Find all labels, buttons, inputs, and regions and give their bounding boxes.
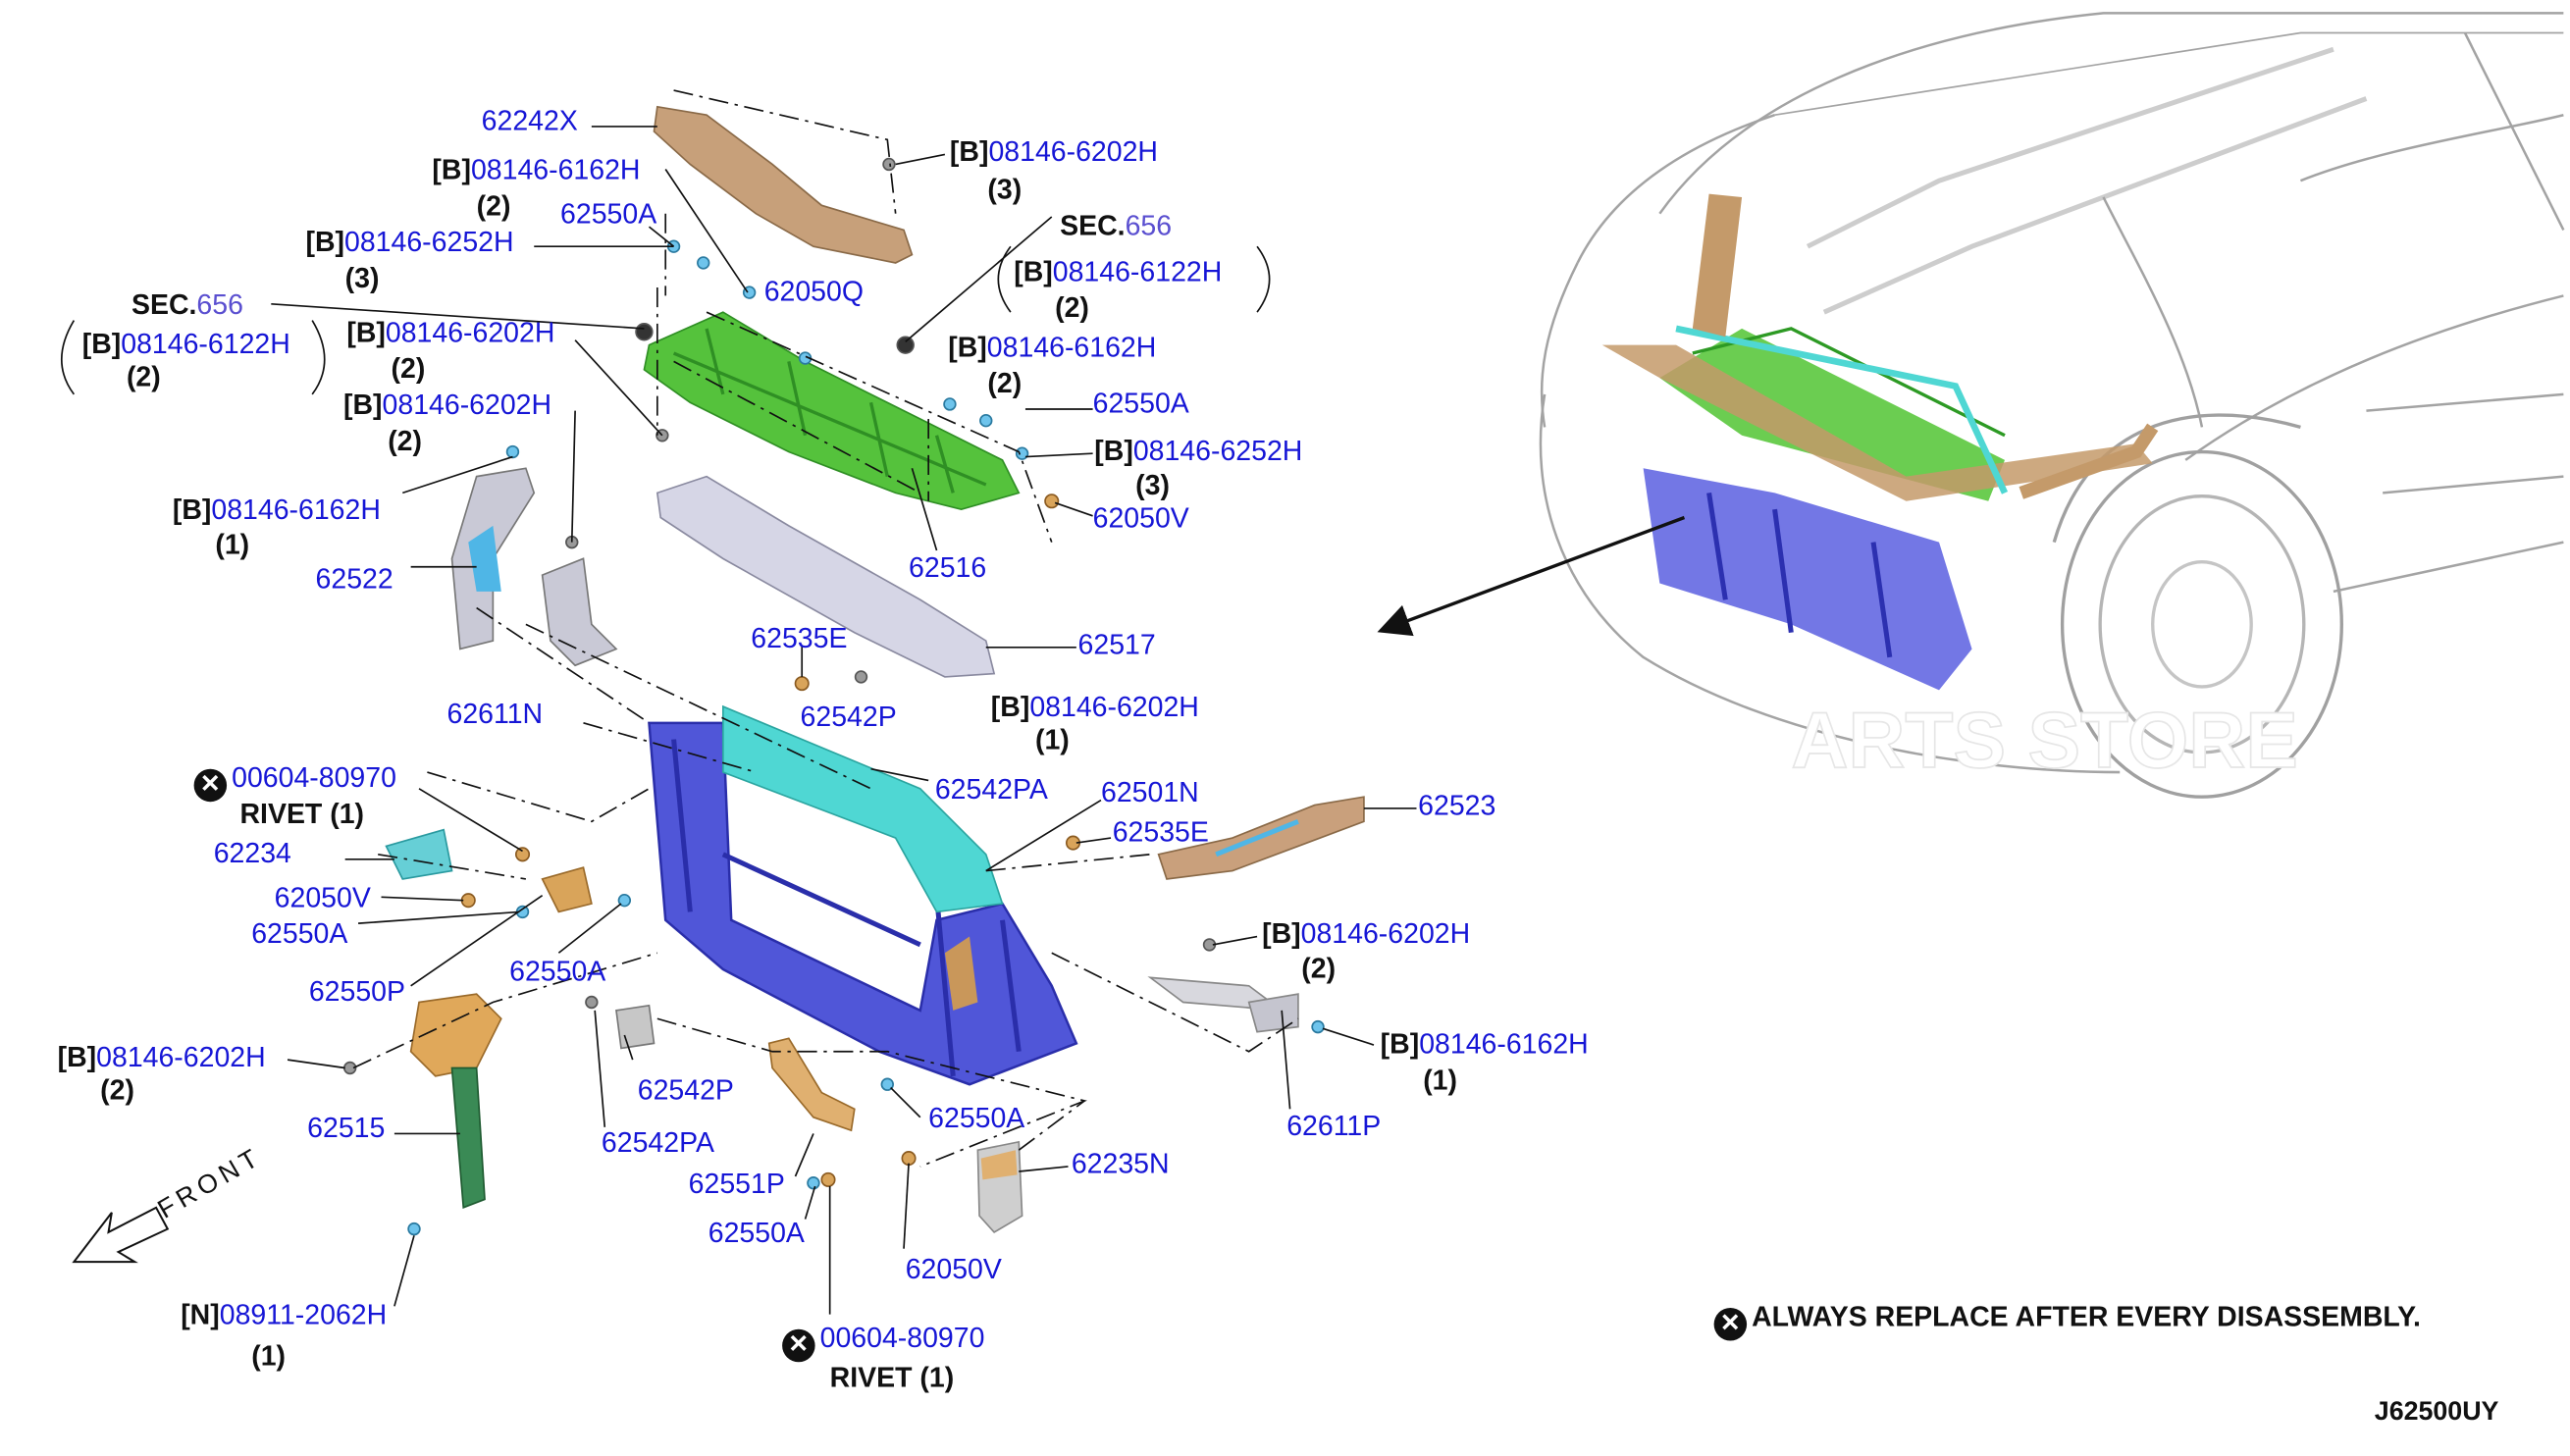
label-62550a-6[interactable]: 62550A bbox=[708, 1217, 805, 1249]
x-circle-icon: ✕ bbox=[782, 1328, 815, 1363]
x-circle-icon: ✕ bbox=[193, 768, 228, 803]
label-00604-80970-2[interactable]: ✕00604-80970 bbox=[782, 1323, 984, 1363]
car-wheel bbox=[2052, 413, 2343, 799]
bracket-62234[interactable] bbox=[385, 828, 453, 880]
qty-b08146-6202h-4: (2) bbox=[1301, 953, 1337, 985]
label-62542p-2[interactable]: 62542P bbox=[637, 1074, 734, 1107]
replacement-notice: ✕ALWAYS REPLACE AFTER EVERY DISASSEMBLY. bbox=[1713, 1301, 2421, 1341]
x-circle-icon: ✕ bbox=[1713, 1307, 1748, 1341]
label-62542pa-1[interactable]: 62542PA bbox=[934, 773, 1048, 806]
front-direction-arrow bbox=[72, 1206, 170, 1264]
qty-b08146-6162h-1: (2) bbox=[476, 190, 511, 223]
bracket-62542p[interactable] bbox=[615, 1004, 656, 1050]
assembly-lines bbox=[352, 89, 1299, 1168]
label-62050v-3[interactable]: 62050V bbox=[905, 1253, 1002, 1285]
label-b08146-6162h-4[interactable]: [B]08146-6162H bbox=[1380, 1028, 1589, 1061]
label-62611n[interactable]: 62611N bbox=[446, 698, 544, 730]
label-62550a-2[interactable]: 62550A bbox=[1092, 388, 1189, 420]
qty-b08146-6122h-left: (2) bbox=[126, 361, 161, 393]
label-b08146-6202h-1[interactable]: [B]08146-6202H bbox=[346, 317, 555, 349]
car-overview bbox=[1539, 12, 2565, 774]
label-62550a-4[interactable]: 62550A bbox=[509, 956, 606, 988]
qty-b08146-6252h-2: (3) bbox=[1135, 469, 1170, 501]
qty-b08146-6202h-5: (2) bbox=[100, 1074, 134, 1107]
side-member-62523[interactable] bbox=[1157, 796, 1365, 880]
bracket-62611p[interactable] bbox=[1147, 976, 1299, 1033]
label-62050q[interactable]: 62050Q bbox=[763, 276, 865, 308]
label-62242x[interactable]: 62242X bbox=[481, 105, 578, 136]
qty-b08146-6202h-3: (1) bbox=[1034, 724, 1070, 756]
car-front-structure bbox=[1601, 193, 2159, 691]
label-62542p-1[interactable]: 62542P bbox=[800, 702, 897, 733]
label-62611p[interactable]: 62611P bbox=[1286, 1111, 1382, 1142]
label-62050v-1[interactable]: 62050V bbox=[1092, 502, 1189, 535]
qty-b08146-6202h-1: (2) bbox=[391, 353, 426, 385]
label-62551p[interactable]: 62551P bbox=[688, 1168, 785, 1200]
detail-pointer-arrow bbox=[1377, 515, 1686, 637]
label-62550a-1[interactable]: 62550A bbox=[560, 198, 657, 231]
label-62516[interactable]: 62516 bbox=[909, 551, 987, 584]
label-b08146-6162h-1[interactable]: [B]08146-6162H bbox=[432, 154, 641, 186]
qty-b08146-6162h-3: (1) bbox=[215, 529, 250, 561]
label-sec-656-right[interactable]: SEC.656 bbox=[1060, 210, 1173, 242]
bolts-gray bbox=[342, 157, 1217, 1075]
label-62550a-5[interactable]: 62550A bbox=[928, 1102, 1025, 1134]
label-sec-656-left[interactable]: SEC.656 bbox=[131, 288, 243, 321]
label-62542pa-2[interactable]: 62542PA bbox=[601, 1126, 714, 1159]
label-62501n[interactable]: 62501N bbox=[1100, 777, 1199, 808]
label-62535e-1[interactable]: 62535E bbox=[751, 622, 848, 654]
clips-orange bbox=[460, 494, 1081, 1187]
leader-lines bbox=[271, 126, 1417, 1315]
diagram-code: J62500UY bbox=[2374, 1398, 2499, 1427]
label-b08146-6122h-left[interactable]: [B]08146-6122H bbox=[81, 328, 290, 360]
label-62234[interactable]: 62234 bbox=[213, 838, 291, 869]
label-b08146-6162h-3[interactable]: [B]08146-6162H bbox=[172, 494, 381, 526]
label-b08146-6202h-5[interactable]: [B]08146-6202H bbox=[57, 1041, 266, 1073]
air-guide-62515[interactable] bbox=[409, 993, 502, 1210]
qty-b08146-6252h-1: (3) bbox=[344, 262, 380, 294]
upper-seal-62517[interactable] bbox=[656, 475, 996, 678]
hood-lock-stay-62242x[interactable] bbox=[653, 105, 914, 264]
label-b08146-6202h-2[interactable]: [B]08146-6202H bbox=[342, 389, 552, 421]
label-b08146-6202h-3[interactable]: [B]08146-6202H bbox=[990, 692, 1199, 723]
label-b08146-6202h-top[interactable]: [B]08146-6202H bbox=[949, 135, 1158, 168]
note-rivet-1: RIVET (1) bbox=[239, 798, 365, 830]
label-62522[interactable]: 62522 bbox=[315, 563, 393, 596]
qty-b08146-6122h-right: (2) bbox=[1055, 292, 1089, 324]
label-62515[interactable]: 62515 bbox=[307, 1112, 386, 1144]
side-bracket-62522[interactable] bbox=[450, 467, 536, 650]
qty-b08146-6202h-2: (2) bbox=[388, 425, 423, 457]
label-62517[interactable]: 62517 bbox=[1077, 629, 1156, 661]
label-b08146-6202h-4[interactable]: [B]08146-6202H bbox=[1262, 918, 1471, 950]
front-direction-label: FRONT bbox=[152, 1141, 267, 1224]
label-62550p[interactable]: 62550P bbox=[308, 975, 405, 1008]
qty-b08146-6162h-2: (2) bbox=[987, 368, 1023, 399]
bracket-62235n[interactable] bbox=[976, 1140, 1023, 1234]
radiator-core-support-62501n[interactable] bbox=[648, 704, 1078, 1086]
label-n08911-2062h[interactable]: [N]08911-2062H bbox=[181, 1299, 388, 1331]
label-b08146-6252h-2[interactable]: [B]08146-6252H bbox=[1094, 435, 1303, 467]
upper-member-62516[interactable] bbox=[643, 311, 1021, 510]
label-b08146-6122h-right[interactable]: [B]08146-6122H bbox=[1014, 256, 1223, 288]
label-62523[interactable]: 62523 bbox=[1418, 790, 1496, 822]
sec-brackets bbox=[60, 245, 1271, 395]
label-b08146-6162h-2[interactable]: [B]08146-6162H bbox=[948, 332, 1157, 364]
watermark-text: ARTS STORE bbox=[1791, 697, 2298, 785]
qty-n08911-2062h: (1) bbox=[251, 1340, 287, 1373]
label-00604-80970-1[interactable]: ✕00604-80970 bbox=[193, 762, 396, 803]
label-62535e-2[interactable]: 62535E bbox=[1112, 816, 1209, 849]
label-62235n[interactable]: 62235N bbox=[1071, 1148, 1170, 1180]
bracket-62550p[interactable] bbox=[541, 866, 593, 913]
note-rivet-2: RIVET (1) bbox=[829, 1362, 955, 1394]
bracket-62611n[interactable] bbox=[541, 557, 618, 667]
label-b08146-6252h-1[interactable]: [B]08146-6252H bbox=[305, 227, 514, 258]
bracket-62551p[interactable] bbox=[767, 1037, 856, 1132]
label-62550a-3[interactable]: 62550A bbox=[251, 918, 348, 950]
label-62050v-2[interactable]: 62050V bbox=[274, 882, 371, 914]
qty-b08146-6202h-top: (3) bbox=[987, 174, 1023, 206]
qty-b08146-6162h-4: (1) bbox=[1423, 1065, 1458, 1096]
